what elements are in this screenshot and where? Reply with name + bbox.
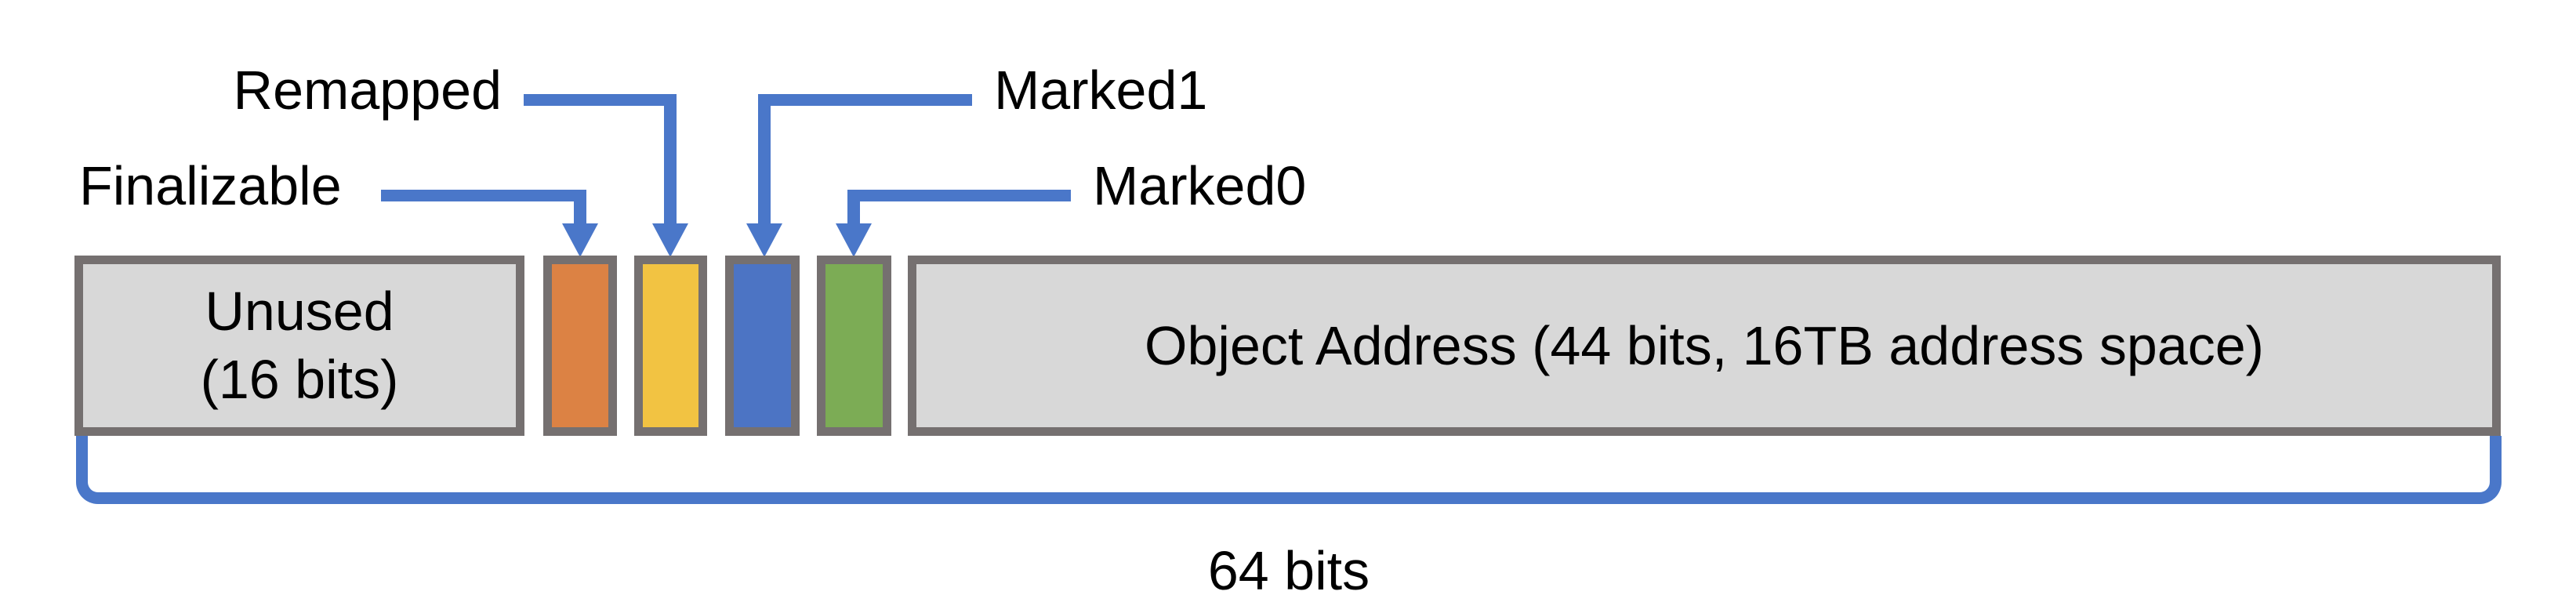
field-box-marked1-bit: [725, 256, 800, 436]
finalizable-arrow-shaft: [574, 190, 586, 223]
marked1-arrow-shaft: [758, 94, 771, 223]
unused-label-line1: Unused: [205, 281, 394, 342]
marked0-arrow-shaft: [847, 190, 1071, 201]
field-box-object-address: Object Address (44 bits, 16TB address sp…: [908, 256, 2501, 436]
field-box-finalizable-bit: [543, 256, 617, 436]
marked0-arrow-shaft: [847, 190, 860, 223]
field-box-marked0-bit: [817, 256, 891, 436]
total-width-bracket: [76, 436, 2502, 504]
object-address-label: Object Address (44 bits, 16TB address sp…: [1145, 314, 2264, 376]
callout-label-marked0: Marked0: [1093, 155, 1307, 216]
remapped-arrow-down-icon: [652, 223, 688, 257]
callout-label-marked1: Marked1: [994, 60, 1208, 121]
marked1-arrow-down-icon: [746, 223, 782, 257]
finalizable-arrow-shaft: [381, 190, 586, 201]
field-box-unused: Unused (16 bits): [74, 256, 524, 436]
finalizable-arrow-down-icon: [562, 223, 598, 257]
remapped-arrow-shaft: [664, 94, 677, 223]
callout-label-finalizable: Finalizable: [79, 155, 342, 216]
callout-label-remapped: Remapped: [233, 60, 502, 121]
total-bits-label: 64 bits: [1207, 540, 1370, 601]
marked0-arrow-down-icon: [836, 223, 872, 257]
marked1-arrow-shaft: [758, 94, 972, 106]
unused-label-line2: (16 bits): [200, 349, 399, 410]
field-box-remapped-bit: [634, 256, 707, 436]
remapped-arrow-shaft: [524, 94, 677, 106]
